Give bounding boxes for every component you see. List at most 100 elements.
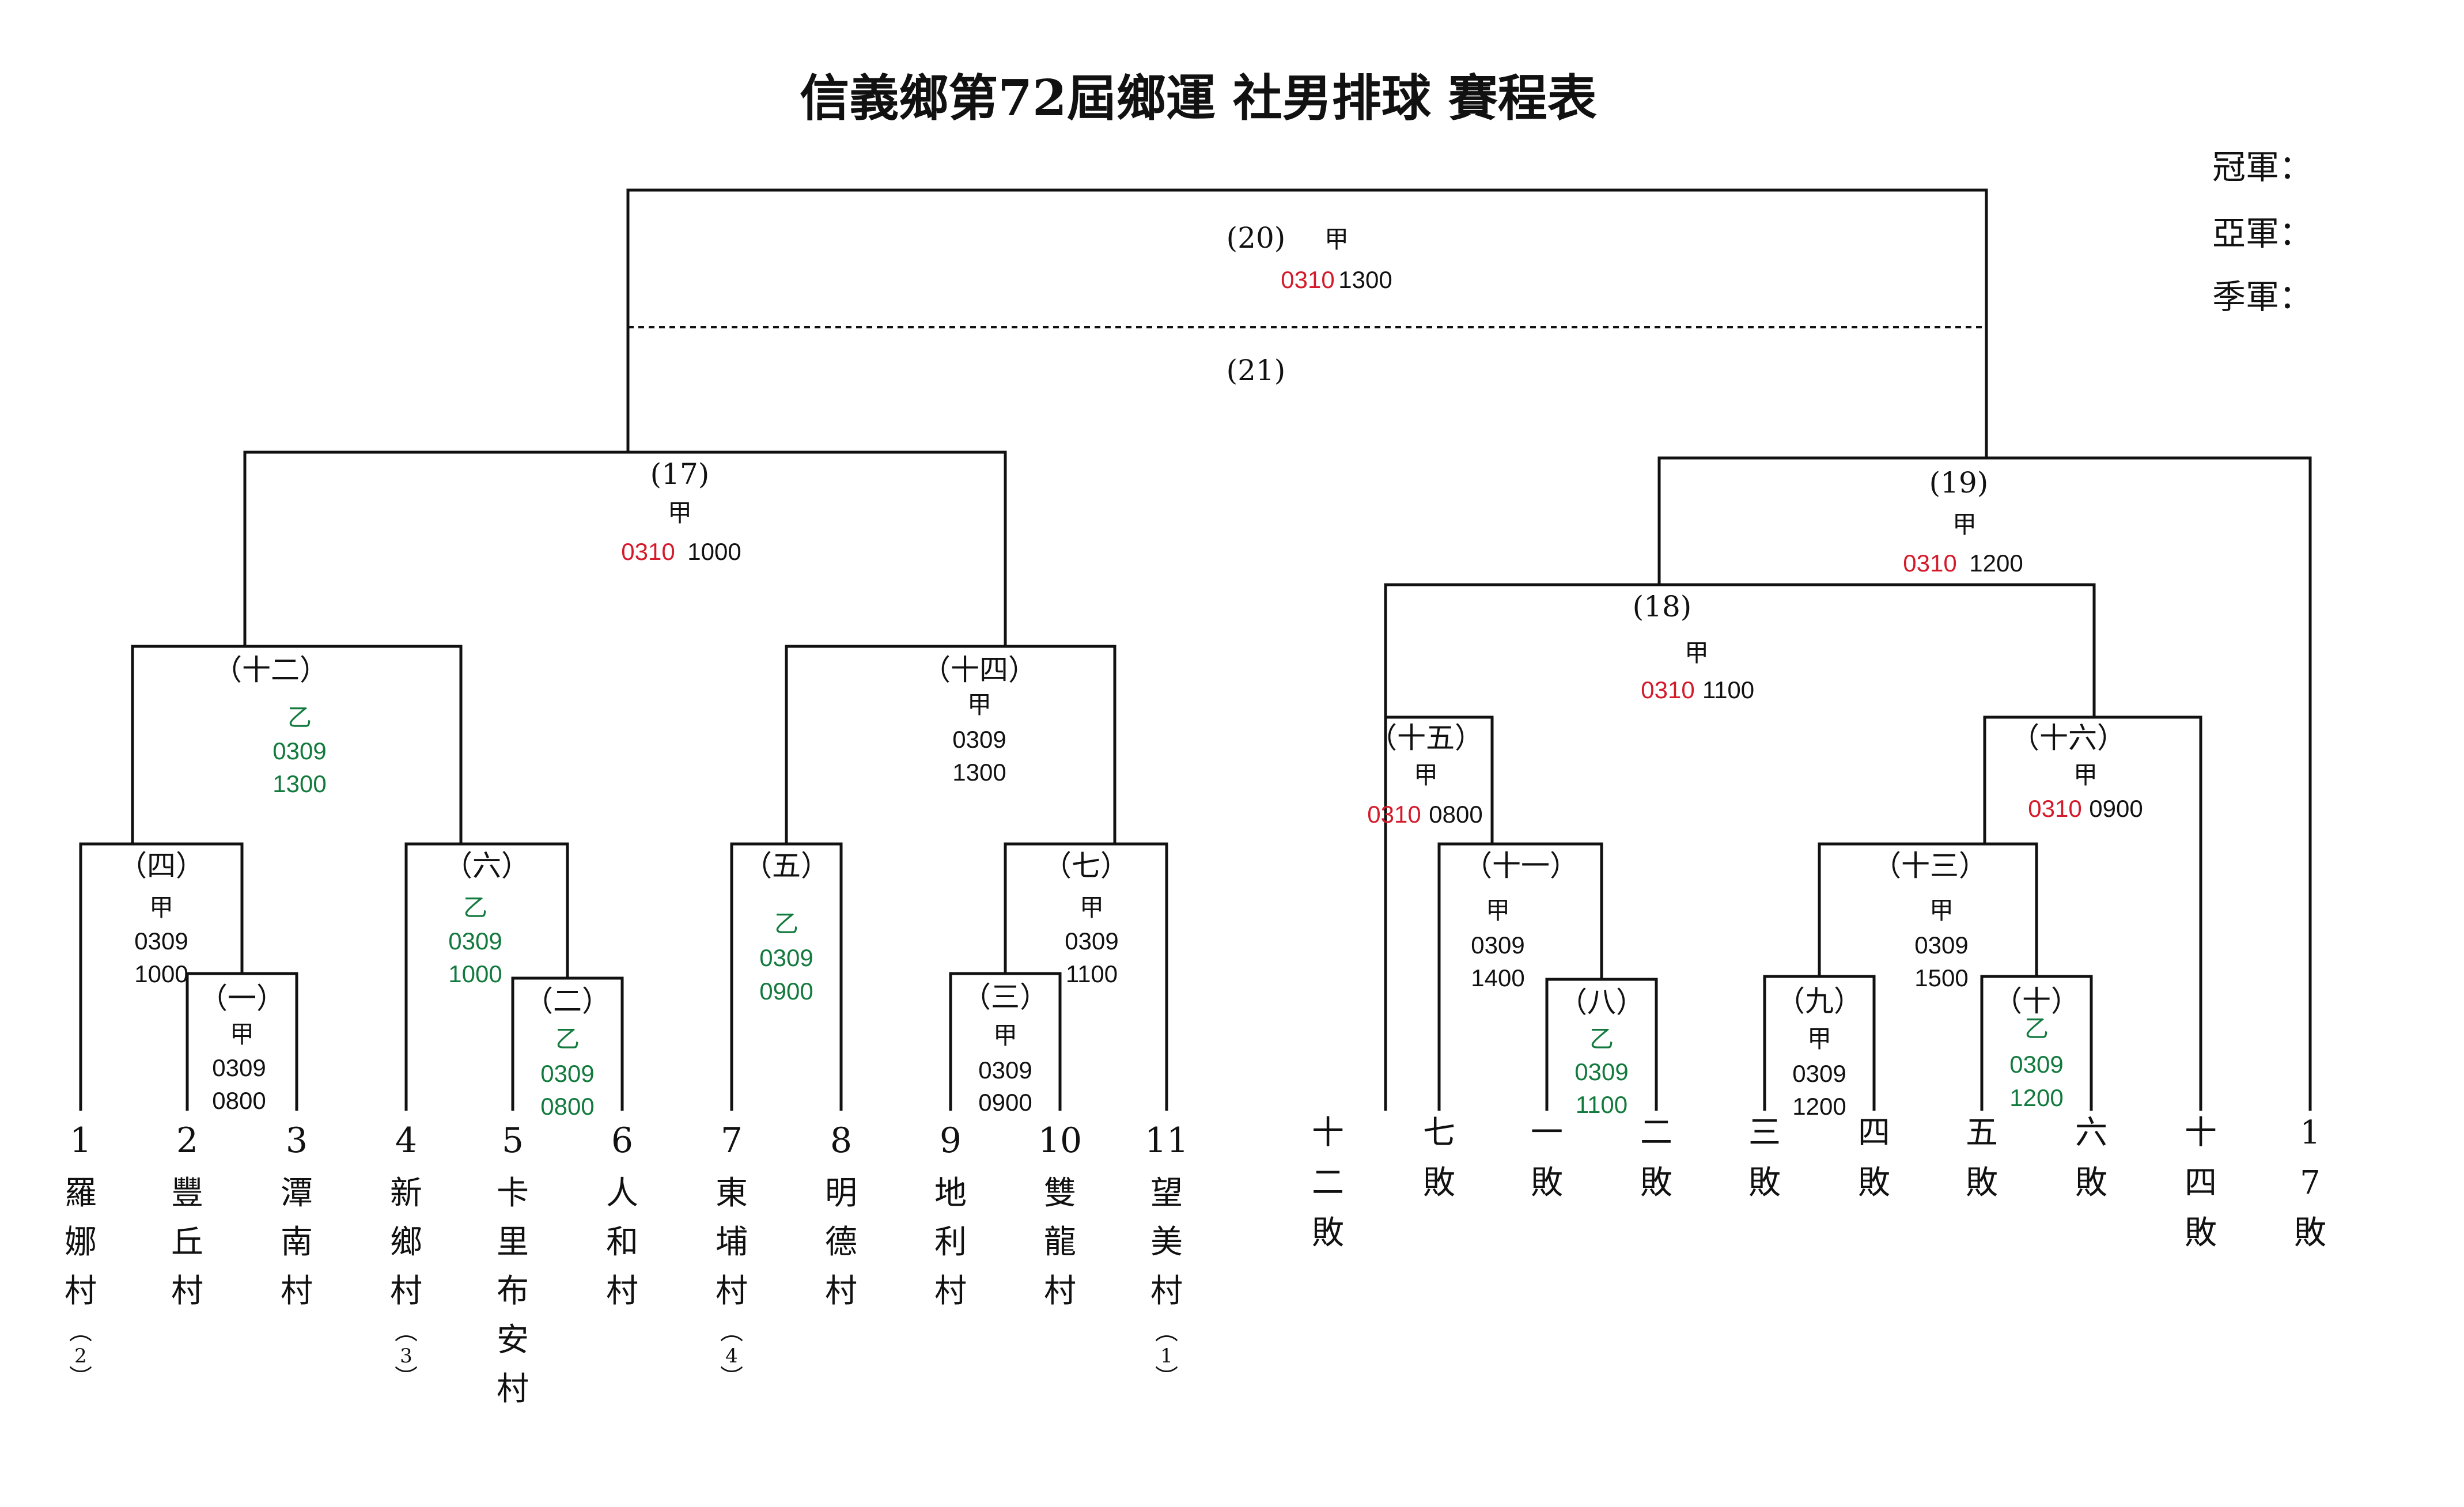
match-4-date: 0309 xyxy=(134,927,188,955)
team-name-char: 美 xyxy=(1150,1224,1183,1261)
match-14-label: （十四） xyxy=(922,653,1037,687)
team-name-char: 村 xyxy=(281,1273,313,1310)
loser-slot-char: 1 xyxy=(2300,1114,2321,1152)
team-seed: ︵ xyxy=(1155,1319,1178,1345)
match-17-date: 0310 xyxy=(621,538,675,565)
team-seed: 3 xyxy=(400,1345,412,1368)
line-match-11 xyxy=(1437,842,1603,1111)
match-18-label: (18) xyxy=(1633,590,1692,623)
loser-slot-char: 敗 xyxy=(1966,1164,1998,1202)
loser-slot-char: 敗 xyxy=(2294,1214,2326,1252)
match-9-court: 甲 xyxy=(1807,1025,1831,1052)
line-match-4 xyxy=(79,842,244,1111)
match-10-time: 1200 xyxy=(2009,1084,2063,1111)
team-name-char: 德 xyxy=(825,1224,857,1261)
match-20-label: (20) xyxy=(1227,221,1286,255)
team-seed: ︵ xyxy=(720,1319,743,1345)
loser-slot-char: 一 xyxy=(1531,1114,1563,1152)
match-10-label: （十） xyxy=(1993,985,2080,1018)
match-3-time: 0900 xyxy=(978,1089,1032,1116)
team-name-char: 利 xyxy=(934,1224,967,1261)
team-name-char: 村 xyxy=(390,1273,422,1310)
team-name-char: 村 xyxy=(65,1273,97,1310)
line-match-14 xyxy=(785,645,1116,844)
match-1-time: 0800 xyxy=(212,1087,266,1114)
match-4-court: 甲 xyxy=(149,894,173,921)
team-seed: ︶ xyxy=(720,1365,743,1391)
match-20-time: 1300 xyxy=(1338,266,1392,293)
third-place-label: 季軍： xyxy=(2212,277,2312,316)
match-12-label: （十二） xyxy=(213,653,328,687)
loser-slot-char: 敗 xyxy=(1423,1164,1455,1202)
match-3-court: 甲 xyxy=(993,1022,1017,1049)
line-match-19 xyxy=(1657,456,2312,1111)
team-name-char: 村 xyxy=(497,1370,529,1408)
team-name-char: 村 xyxy=(171,1273,203,1310)
match-1-label: （一） xyxy=(199,982,285,1015)
line-match-12 xyxy=(131,645,463,844)
match-13-time: 1500 xyxy=(1914,964,1968,991)
loser-slot-char: 敗 xyxy=(1312,1214,1344,1252)
line-match-20 xyxy=(626,188,1988,458)
match-1-court: 甲 xyxy=(230,1021,254,1048)
team-number: 3 xyxy=(286,1120,308,1161)
match-7-court: 甲 xyxy=(1080,894,1104,921)
team-name-char: 村 xyxy=(606,1273,638,1310)
team-name-char: 望 xyxy=(1150,1175,1183,1212)
match-4-label: （四） xyxy=(118,849,205,883)
match-15-court: 甲 xyxy=(1414,762,1438,789)
team-number: 8 xyxy=(830,1120,852,1161)
team-number: 5 xyxy=(502,1120,524,1161)
team-name-char: 龍 xyxy=(1044,1224,1076,1261)
team-name-char: 東 xyxy=(716,1175,748,1212)
match-19-date: 0310 xyxy=(1903,550,1956,577)
team-number: 10 xyxy=(1038,1120,1082,1161)
loser-slot-char: 七 xyxy=(1423,1114,1455,1152)
team-name-char: 娜 xyxy=(65,1224,97,1261)
match-14-time: 1300 xyxy=(952,759,1006,786)
loser-slot-char: 敗 xyxy=(1531,1164,1563,1202)
match-8-label: （八） xyxy=(1558,986,1645,1019)
loser-slot-char: 六 xyxy=(2075,1114,2107,1152)
match-11-date: 0309 xyxy=(1471,932,1524,959)
team-name-char: 地 xyxy=(934,1175,967,1212)
loser-slot-char: 7 xyxy=(2300,1164,2321,1202)
match-10-court: 乙 xyxy=(2024,1015,2049,1042)
match-1-date: 0309 xyxy=(212,1054,266,1081)
match-2-date: 0309 xyxy=(540,1060,594,1087)
loser-slot-char: 敗 xyxy=(1858,1164,1890,1202)
team-number: 7 xyxy=(721,1120,743,1161)
loser-slot-char: 五 xyxy=(1966,1114,1998,1152)
match-2-court: 乙 xyxy=(555,1025,580,1052)
team-seed: ︶ xyxy=(69,1365,92,1391)
match-19-label: (19) xyxy=(1929,466,1989,499)
loser-slot-char: 三 xyxy=(1748,1114,1781,1152)
match-annotations: （一） 甲 0309 0800 （二） 乙 0309 0800 （三） 甲 03… xyxy=(118,221,2143,1120)
match-9-time: 1200 xyxy=(1792,1093,1846,1120)
team-seed: ︵ xyxy=(395,1319,418,1345)
match-6-label: （六） xyxy=(444,849,530,883)
match-8-date: 0309 xyxy=(1574,1058,1628,1085)
match-15-time: 0800 xyxy=(1429,801,1482,828)
match-6-court: 乙 xyxy=(463,894,487,921)
team-seed: 2 xyxy=(74,1345,87,1368)
team-name-char: 村 xyxy=(825,1273,857,1310)
match-13-label: （十三） xyxy=(1872,849,1988,883)
match-19-time: 1200 xyxy=(1969,550,2023,577)
match-15-label: （十五） xyxy=(1368,721,1483,755)
match-11-time: 1400 xyxy=(1471,964,1524,991)
line-match-6 xyxy=(404,842,569,1111)
loser-slot-char: 四 xyxy=(1858,1114,1890,1152)
match-13-date: 0309 xyxy=(1914,932,1968,959)
match-16-date: 0310 xyxy=(2028,795,2081,822)
match-11-court: 甲 xyxy=(1486,897,1510,924)
team-name-char: 南 xyxy=(281,1224,313,1261)
match-9-date: 0309 xyxy=(1792,1060,1846,1087)
match-7-time: 1100 xyxy=(1066,960,1118,987)
team-seed: ︶ xyxy=(395,1365,418,1391)
match-8-court: 乙 xyxy=(1589,1025,1614,1052)
match-16-label: （十六） xyxy=(2011,721,2126,755)
